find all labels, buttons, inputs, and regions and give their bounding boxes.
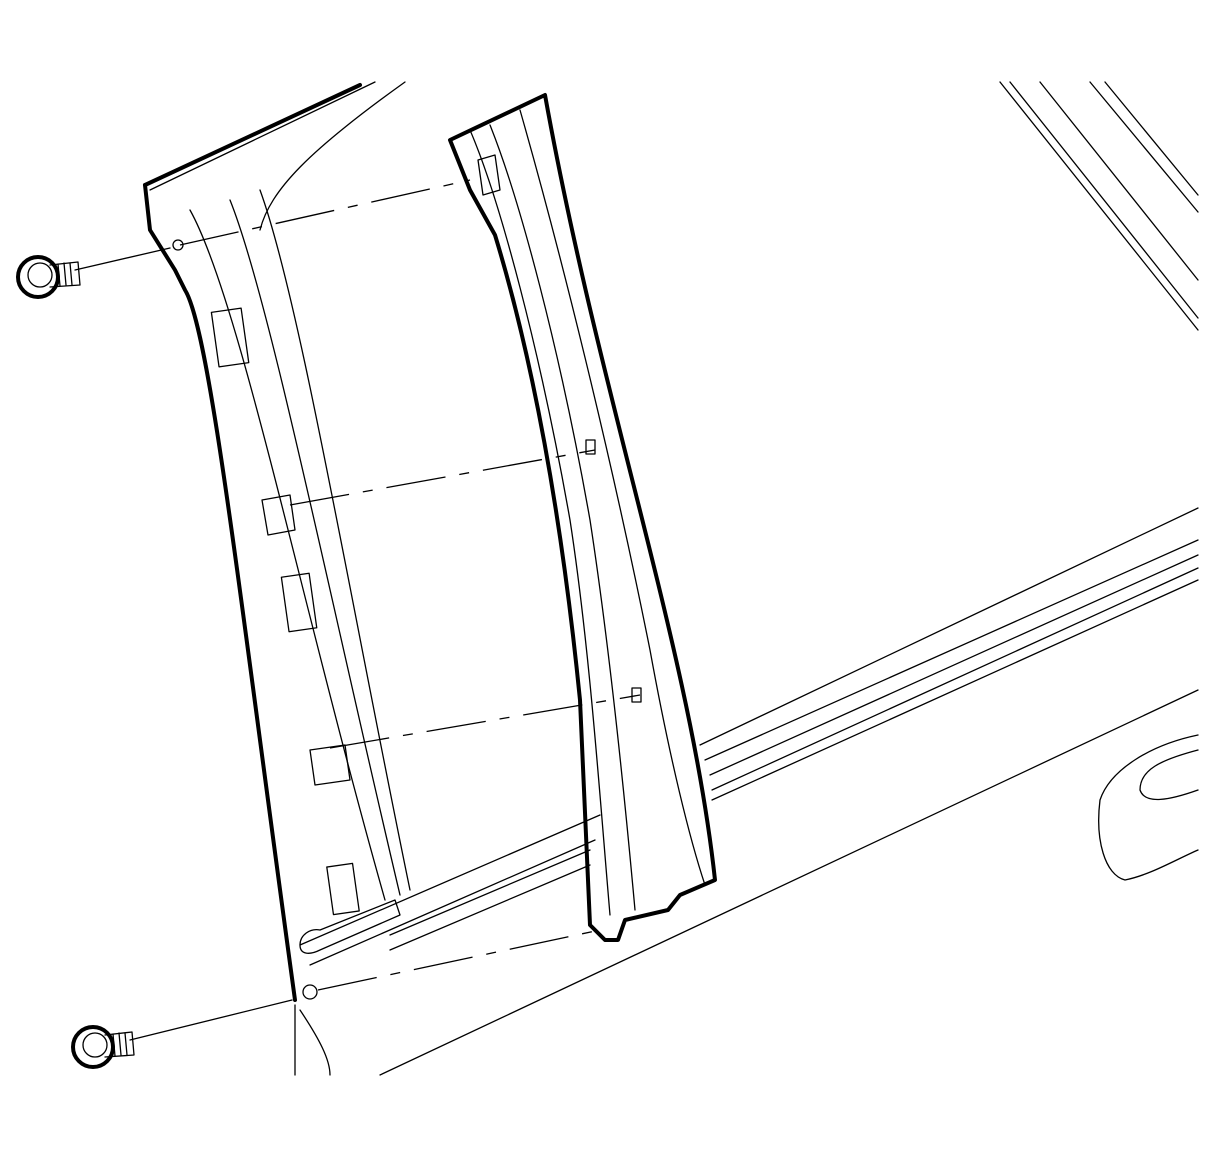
pillar-panel xyxy=(143,81,411,1076)
upper-bolt xyxy=(16,255,81,299)
lower-bolt xyxy=(71,1025,135,1069)
door-panel xyxy=(299,507,1199,1076)
window-frame xyxy=(999,81,1199,331)
door-handle xyxy=(1098,734,1199,881)
pillar-applique-molding xyxy=(448,93,717,942)
leader-lines xyxy=(74,179,641,1041)
